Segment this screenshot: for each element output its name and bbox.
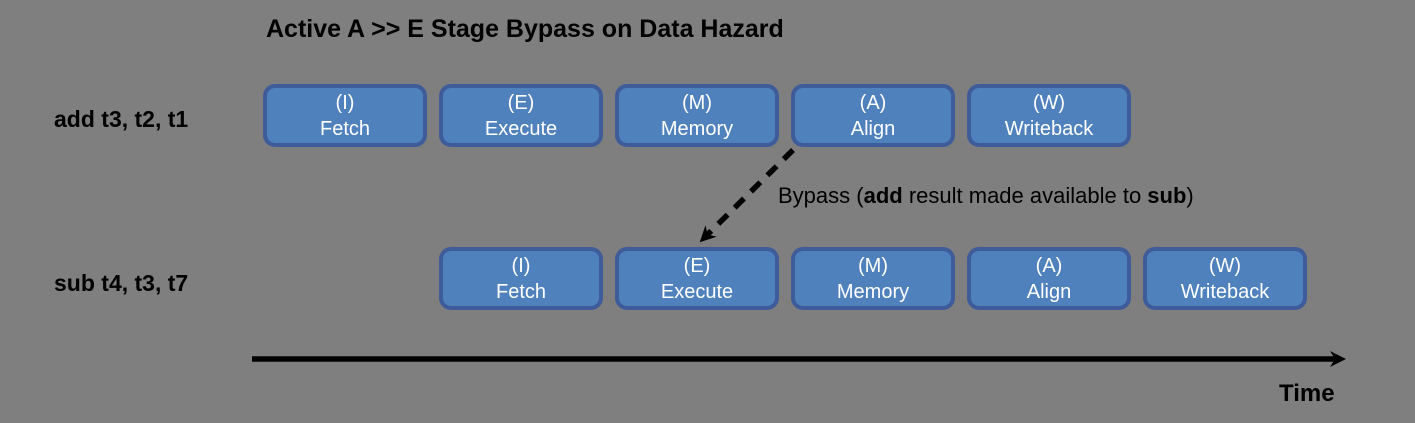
stage-box-sub-memory: (M) Memory	[791, 247, 955, 310]
stage-box-sub-align: (A) Align	[967, 247, 1131, 310]
stage-name: Fetch	[495, 280, 547, 303]
bypass-text-suffix: )	[1186, 183, 1194, 208]
stage-name: Execute	[484, 117, 558, 140]
stage-abbr: (I)	[511, 254, 531, 277]
bypass-annotation: Bypass (add result made available to sub…	[778, 183, 1194, 209]
stage-name: Memory	[660, 117, 734, 140]
stage-abbr: (E)	[683, 254, 711, 277]
bypass-dest-instr: sub	[1147, 183, 1187, 208]
stage-name: Fetch	[319, 117, 371, 140]
stage-abbr: (E)	[507, 91, 535, 114]
instruction-label-add: add t3, t2, t1	[54, 106, 189, 132]
instruction-label-sub: sub t4, t3, t7	[54, 270, 189, 296]
stage-abbr: (W)	[1032, 91, 1066, 114]
stage-box-add-align: (A) Align	[791, 84, 955, 147]
stage-name: Writeback	[1004, 117, 1094, 140]
stage-abbr: (M)	[682, 91, 712, 114]
stage-box-sub-writeback: (W) Writeback	[1143, 247, 1307, 310]
stage-box-add-execute: (E) Execute	[439, 84, 603, 147]
stage-box-sub-execute: (E) Execute	[615, 247, 779, 310]
stage-name: Execute	[660, 280, 734, 303]
stage-box-add-writeback: (W) Writeback	[967, 84, 1131, 147]
stage-abbr: (A)	[1035, 254, 1063, 277]
bypass-source-instr: add	[863, 183, 903, 208]
bypass-text-middle: result made available to	[902, 183, 1148, 208]
stage-abbr: (W)	[1208, 254, 1242, 277]
stage-name: Writeback	[1180, 280, 1270, 303]
diagram-title: Active A >> E Stage Bypass on Data Hazar…	[266, 15, 784, 43]
stage-box-sub-fetch: (I) Fetch	[439, 247, 603, 310]
stage-name: Align	[850, 117, 896, 140]
time-axis-label: Time	[1279, 380, 1335, 407]
stage-name: Memory	[836, 280, 910, 303]
stage-abbr: (A)	[859, 91, 887, 114]
bypass-text-prefix: Bypass (	[778, 183, 864, 208]
stage-abbr: (I)	[335, 91, 355, 114]
stage-box-add-fetch: (I) Fetch	[263, 84, 427, 147]
stage-abbr: (M)	[858, 254, 888, 277]
stage-name: Align	[1026, 280, 1072, 303]
stage-box-add-memory: (M) Memory	[615, 84, 779, 147]
